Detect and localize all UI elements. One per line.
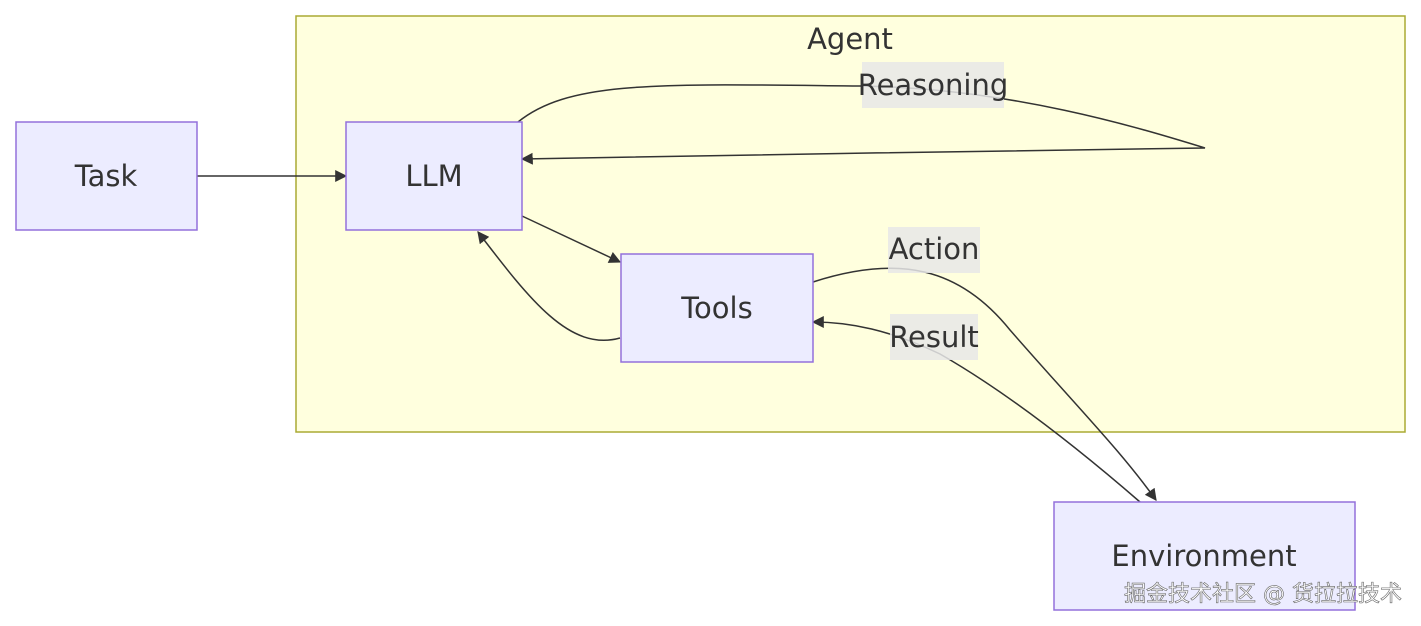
watermark-text: 掘金技术社区 @ 货拉拉技术 — [1124, 582, 1402, 607]
node-llm-label: LLM — [405, 159, 462, 193]
node-task-label: Task — [74, 159, 138, 193]
edge-environment-result-to-tools — [811, 316, 1141, 503]
node-tools-label: Tools — [680, 291, 752, 325]
node-task[interactable]: Task — [15, 121, 198, 231]
node-environment[interactable]: Environment — [1053, 501, 1356, 611]
node-environment-label: Environment — [1111, 539, 1296, 573]
edge-tools-to-llm — [477, 231, 621, 341]
edge-label-reasoning: Reasoning — [858, 62, 1009, 108]
edge-label-result: Result — [889, 314, 979, 360]
edge-llm-reasoning-loop — [517, 84, 1206, 165]
edge-label-reasoning-text: Reasoning — [858, 68, 1009, 102]
edge-label-result-text: Result — [889, 320, 979, 354]
edge-llm-to-tools — [521, 215, 622, 263]
node-llm[interactable]: LLM — [345, 121, 523, 231]
edge-label-action: Action — [888, 227, 980, 273]
node-tools[interactable]: Tools — [620, 253, 814, 363]
edge-label-action-text: Action — [889, 232, 980, 266]
agent-cluster-title: Agent — [807, 22, 893, 56]
edge-tools-action-to-environment — [812, 267, 1157, 501]
